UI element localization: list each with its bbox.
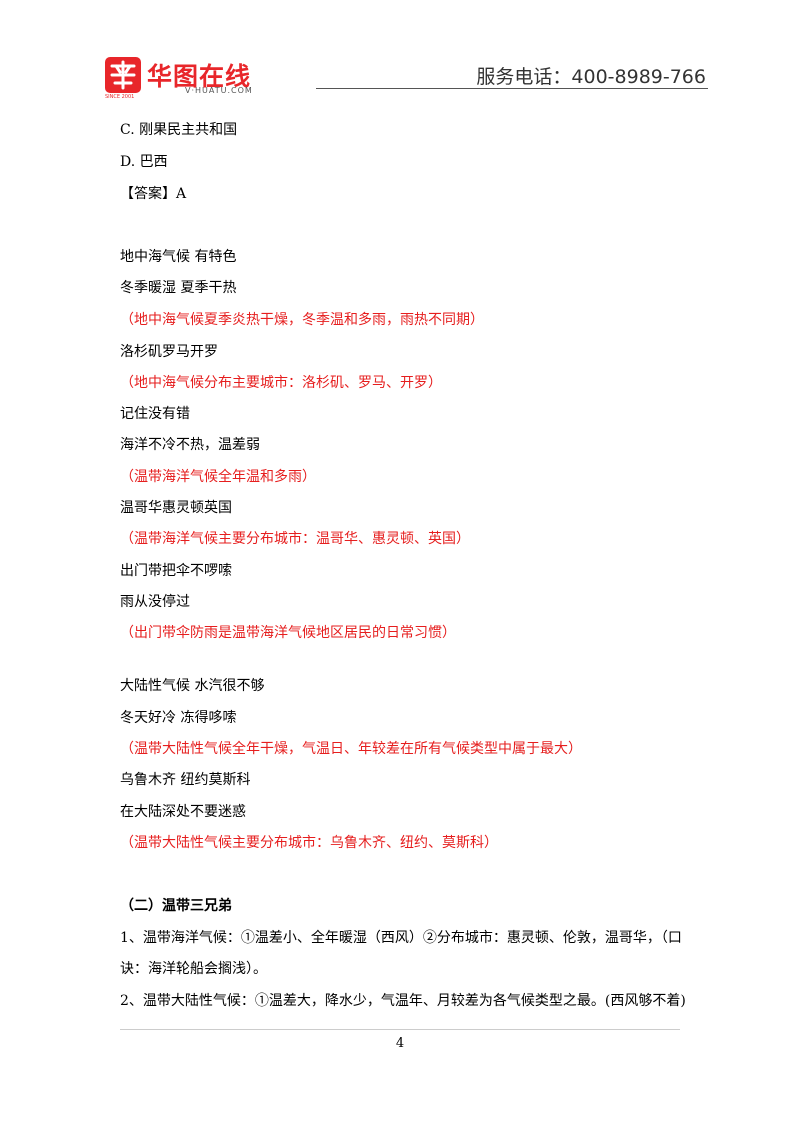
verse-line: 地中海气候 有特色: [120, 249, 237, 265]
answer: 【答案】A: [120, 186, 187, 202]
annotation-line: （出门带伞防雨是温带海洋气候地区居民的日常习惯）: [120, 625, 456, 641]
logo-url: V·HUATU.COM: [185, 86, 253, 95]
header-divider: [316, 88, 708, 89]
body-line: 1、温带海洋气候：①温差小、全年暖湿（西风）②分布城市：惠灵顿、伦敦，温哥华，（…: [120, 930, 682, 946]
section-heading: （二）温带三兄弟: [120, 898, 232, 914]
option-c: C. 刚果民主共和国: [120, 122, 238, 138]
verse-line: 乌鲁木齐 纽约莫斯科: [120, 772, 251, 788]
annotation-line: （温带大陆性气候主要分布城市：乌鲁木齐、纽约、莫斯科）: [120, 835, 498, 851]
verse-line: 在大陆深处不要迷惑: [120, 804, 246, 820]
logo-since: SINCE 2001: [105, 94, 135, 100]
huatu-logo-icon: [105, 57, 141, 93]
verse-line: 大陆性气候 水汽很不够: [120, 678, 265, 694]
verse-line: 洛杉矶罗马开罗: [120, 344, 218, 360]
verse-line: 海洋不冷不热，温差弱: [120, 437, 260, 453]
verse-line: 雨从没停过: [120, 594, 190, 610]
logo-name: 华图在线: [147, 62, 252, 91]
verse-line: 温哥华惠灵顿英国: [120, 500, 232, 516]
annotation-line: （温带海洋气候主要分布城市：温哥华、惠灵顿、英国）: [120, 531, 470, 547]
annotation-line: （温带大陆性气候全年干燥，气温日、年较差在所有气候类型中属于最大）: [120, 741, 582, 757]
page-number: 4: [395, 1036, 405, 1051]
verse-line: 记住没有错: [120, 406, 190, 422]
verse-line: 冬天好冷 冻得哆嗦: [120, 710, 237, 726]
verse-line: 出门带把伞不啰嗦: [120, 563, 232, 579]
option-d: D. 巴西: [120, 154, 168, 170]
annotation-line: （地中海气候夏季炎热干燥，冬季温和多雨，雨热不同期）: [120, 312, 484, 328]
annotation-line: （地中海气候分布主要城市：洛杉矶、罗马、开罗）: [120, 375, 442, 391]
footer-divider: [120, 1029, 680, 1030]
annotation-line: （温带海洋气候全年温和多雨）: [120, 469, 316, 485]
verse-line: 冬季暖湿 夏季干热: [120, 280, 237, 296]
body-line: 2、温带大陆性气候：①温差大，降水少，气温年、月较差为各气候类型之最。(西风够不…: [120, 993, 686, 1009]
hotline: 服务电话：400-8989-766: [476, 66, 706, 88]
body-line: 诀：海洋轮船会搁浅）。: [120, 961, 267, 977]
